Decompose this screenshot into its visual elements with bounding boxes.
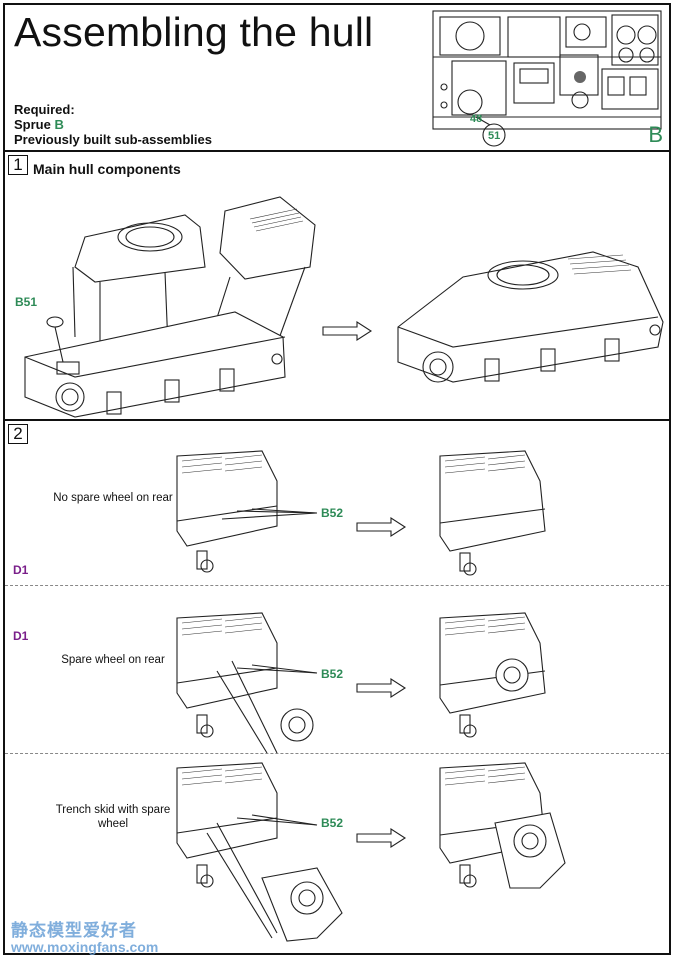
prev-label: Previously built sub-assemblies xyxy=(14,132,212,147)
variant-1-marker: D1 xyxy=(13,563,29,577)
variant-3-arrow xyxy=(356,827,407,849)
variant-1-arrow xyxy=(356,516,407,538)
variant-2-after-drawing xyxy=(439,612,546,738)
watermark-line-1: 静态模型爱好者 xyxy=(11,921,137,940)
variant-3-after-drawing xyxy=(439,762,566,889)
variant-2-arrow xyxy=(356,677,407,699)
step-2-section: 2 No spare wheel on rear B52 D1 D1 Spare… xyxy=(5,421,669,957)
variant-1-before-drawing xyxy=(176,450,318,573)
variant-3-note: Trench skid with spare wheel xyxy=(55,804,171,830)
page-frame: Assembling the hull Required: Sprue B Pr… xyxy=(3,3,671,955)
sprue-diagram: 48 51 B xyxy=(430,5,669,150)
variant-1-after-drawing xyxy=(439,450,546,576)
sprue-diagram-letter: B xyxy=(648,122,663,147)
step-1-section: 1 Main hull components B51 xyxy=(5,152,669,421)
watermark: 静态模型爱好者 www.moxingfans.com xyxy=(11,921,159,955)
variant-2-before-drawing xyxy=(176,612,318,754)
required-label: Required: xyxy=(14,102,75,117)
step-1-number: 1 xyxy=(8,155,28,175)
sprue-callout-48: 48 xyxy=(470,113,483,125)
variant-2-part-label: B52 xyxy=(321,667,344,681)
step-1-title: Main hull components xyxy=(33,161,181,177)
sprue-callout-51: 51 xyxy=(488,130,501,142)
variant-2-marker: D1 xyxy=(13,629,29,643)
sprue-letter: B xyxy=(54,117,64,132)
step-1-exploded-drawing xyxy=(24,196,316,418)
step-1-part-label: B51 xyxy=(15,295,38,309)
watermark-line-2: www.moxingfans.com xyxy=(11,939,159,955)
page-title: Assembling the hull xyxy=(14,9,374,55)
sprue-line: Sprue B xyxy=(14,117,64,132)
step-2-number: 2 xyxy=(8,424,28,444)
step-1-arrow xyxy=(322,320,373,342)
step-1-assembled-drawing xyxy=(397,251,664,383)
variant-divider-1 xyxy=(5,585,669,586)
variant-divider-2 xyxy=(5,753,669,754)
variant-1-part-label: B52 xyxy=(321,506,344,520)
sprue-drawing xyxy=(432,10,662,147)
variant-2-note: Spare wheel on rear xyxy=(61,654,165,666)
variant-1-note: No spare wheel on rear xyxy=(53,492,173,504)
variant-3-before-drawing xyxy=(176,762,343,942)
variant-3-part-label: B52 xyxy=(321,816,344,830)
header: Assembling the hull Required: Sprue B Pr… xyxy=(5,5,669,152)
requirements: Required: Sprue B Previously built sub-a… xyxy=(14,102,212,147)
